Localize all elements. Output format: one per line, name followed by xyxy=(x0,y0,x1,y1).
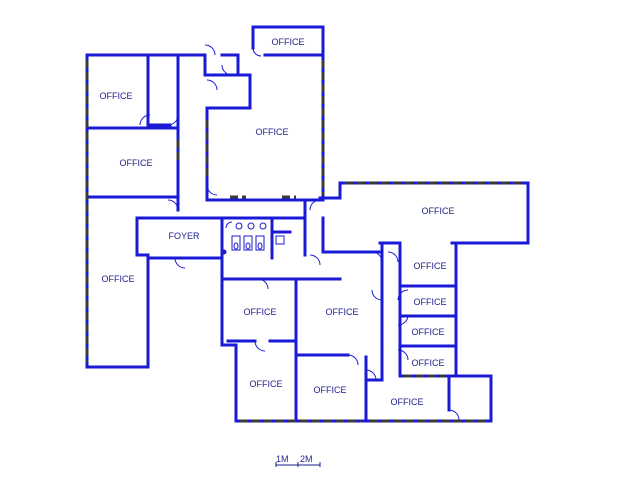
room-label: OFFICE xyxy=(412,358,445,368)
scale-label-1m: 1M xyxy=(276,454,289,464)
toilet-stall-icon xyxy=(231,235,241,251)
room-label: OFFICE xyxy=(414,261,447,271)
doors xyxy=(139,44,460,421)
basin-icon xyxy=(259,222,267,230)
scale-bar: 1M 2M xyxy=(275,454,321,467)
room-label: OFFICE xyxy=(326,307,359,317)
room-label: OFFICE xyxy=(422,206,455,216)
windows xyxy=(85,60,522,423)
room-label: OFFICE xyxy=(272,37,305,47)
room-label: OFFICE xyxy=(414,297,447,307)
wc-icon xyxy=(275,235,285,245)
toilet-fixtures xyxy=(221,221,285,255)
room-label: OFFICE xyxy=(256,127,289,137)
room-labels: OFFICE OFFICE OFFICE OFFICE OFFICE FOYER… xyxy=(100,37,455,407)
toilet-stall-icon xyxy=(255,235,265,251)
wc-icon xyxy=(245,242,251,250)
scale-label-2m: 2M xyxy=(300,454,313,464)
basin-icon xyxy=(235,222,243,230)
basin-icon xyxy=(247,222,255,230)
room-label: OFFICE xyxy=(250,379,283,389)
wc-icon xyxy=(257,242,263,250)
room-label: OFFICE xyxy=(100,91,133,101)
scale-ticks xyxy=(275,462,321,467)
room-label: OFFICE xyxy=(391,397,424,407)
room-label: OFFICE xyxy=(244,307,277,317)
walls xyxy=(85,25,530,423)
wc-icon xyxy=(233,242,239,250)
toilet-stall-icon xyxy=(243,235,253,251)
room-label: FOYER xyxy=(168,231,200,241)
room-label: OFFICE xyxy=(102,274,135,284)
drain-icon xyxy=(221,249,227,255)
room-label: OFFICE xyxy=(412,327,445,337)
room-label: OFFICE xyxy=(314,385,347,395)
room-label: OFFICE xyxy=(120,158,153,168)
